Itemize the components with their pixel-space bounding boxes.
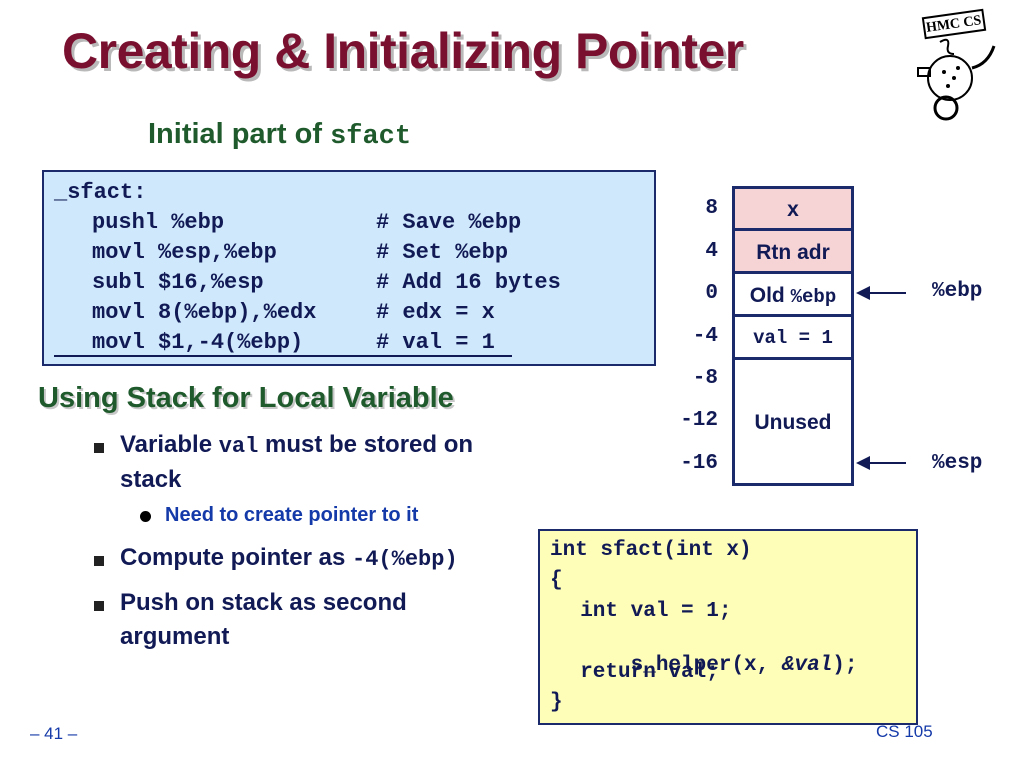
c-code-line: return val; [555,661,719,684]
stack-cell-old-ebp: Old %ebp [735,274,851,317]
asm-comment: # Set %ebp [376,240,509,265]
square-bullet-icon [94,601,104,611]
esp-arrow-line [868,462,906,464]
stack-cell-unused: Unused [754,411,832,434]
c-code-line: s_helper(x, &val); [555,631,858,700]
asm-instr: movl %esp,%ebp [92,240,277,265]
bullet-text-continued: argument [120,623,230,650]
dot-bullet-icon [140,511,151,522]
hmc-cs-logo-icon: HMC CS [910,8,1010,123]
bullet-text-continued: stack [120,466,182,493]
stack-frame-diagram: x Rtn adr Old %ebp val = 1 Unused [732,186,854,486]
bullet-text-part: must be stored on [258,431,474,458]
subtitle-prefix: Initial part of [148,118,331,150]
page-number: – 41 – [30,724,78,743]
stack-offset: 8 [705,197,718,220]
c-code-part: ); [832,654,858,677]
section-heading: Using Stack for Local Variable [38,382,454,414]
ebp-arrow-line [868,292,906,294]
esp-register-label: %esp [932,452,983,475]
stack-offset: 0 [705,282,718,305]
asm-label: _sfact: [54,180,147,205]
old-ebp-prefix: Old [749,284,791,307]
c-code-emphasis: &val [781,654,833,677]
asm-comment: # edx = x [376,300,495,325]
c-code-part: s_helper(x, [605,654,782,677]
bullet-text-part: Compute pointer as [120,544,353,571]
bullet-text-part: Variable [120,431,219,458]
sub-bullet-text: Need to create pointer to it [165,504,419,526]
asm-comment: # Add 16 bytes [376,270,561,295]
stack-cell-val: val = 1 [735,317,851,360]
stack-cell-x: x [735,189,851,231]
stack-cell-return-address: Rtn adr [735,231,851,274]
bullet-code: val [218,434,259,459]
subtitle: Initial part of sfact [148,118,411,152]
subtitle-code: sfact [330,122,412,152]
c-code-line: { [550,569,563,592]
stack-offset: -4 [692,325,718,348]
asm-instr: subl $16,%esp [92,270,264,295]
c-code-line: int val = 1; [555,600,732,623]
asm-instr: movl $1,-4(%ebp) [92,330,304,355]
old-ebp-code: %ebp [790,286,837,308]
asm-comment: # Save %ebp [376,210,522,235]
bullet-text: Compute pointer as -4(%ebp) [120,541,458,577]
asm-underline [54,355,512,357]
esp-arrow-icon [856,456,870,470]
assembly-code-box: _sfact: pushl %ebp # Save %ebp movl %esp… [42,170,656,366]
c-code-line: } [550,691,563,714]
bullet-code: -4(%ebp) [352,547,458,572]
stack-offset: -8 [692,367,718,390]
course-label: CS 105 [876,722,933,741]
asm-instr: pushl %ebp [92,210,225,235]
stack-offset: -16 [680,452,718,475]
slide-title: Creating & Initializing Pointer [62,23,744,79]
ebp-arrow-icon [856,286,870,300]
c-code-line: int sfact(int x) [550,539,752,562]
bullet-text: Push on stack as second [120,589,407,616]
c-code-box: int sfact(int x) { int val = 1; s_helper… [538,529,918,725]
asm-comment: # val = 1 [376,330,495,355]
stack-offset: -12 [680,409,718,432]
square-bullet-icon [94,556,104,566]
asm-instr: movl 8(%ebp),%edx [92,300,317,325]
bullet-text: Variable val must be stored on [120,428,473,464]
stack-offset: 4 [705,240,718,263]
square-bullet-icon [94,443,104,453]
ebp-register-label: %ebp [932,280,983,303]
